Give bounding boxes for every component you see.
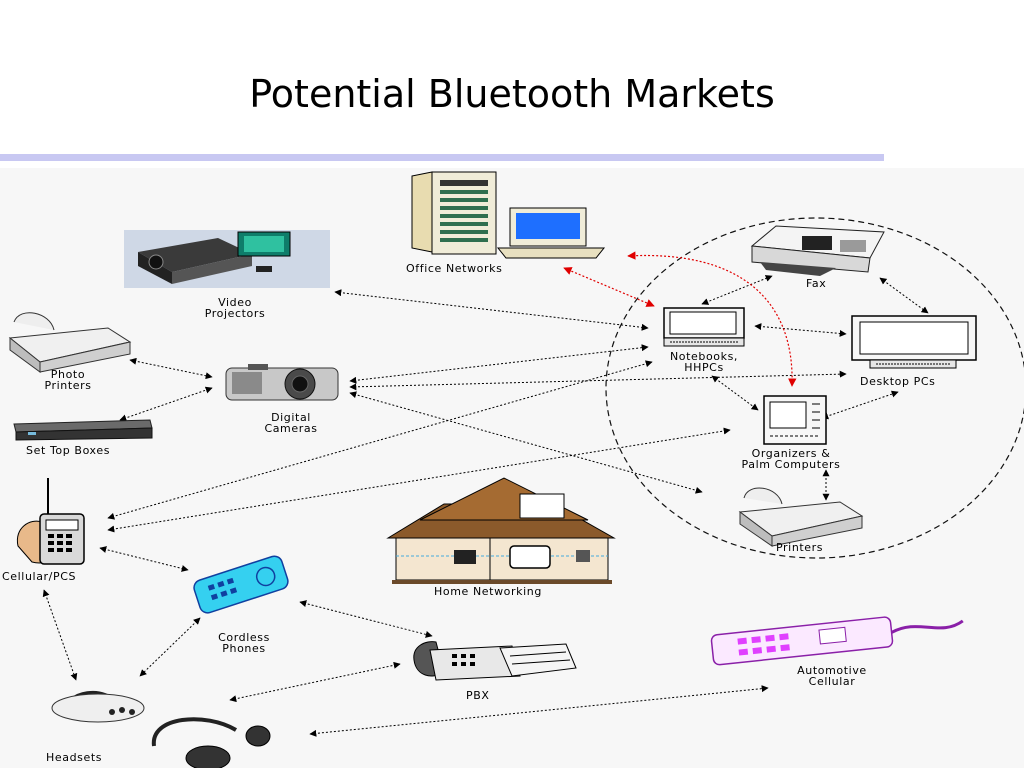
link-cordless-headset	[139, 617, 201, 677]
notebooks-label-line1: Notebooks,	[669, 350, 739, 363]
automotive-cellular-label-line1: Automotive	[797, 664, 867, 677]
photo-printers-label: Photo Printers	[28, 369, 108, 391]
title-rule	[0, 154, 884, 161]
organizers-label-line2: Palm Computers	[741, 458, 841, 471]
video-projectors-label-line1: Video	[218, 296, 252, 309]
photo-printers-label-line2: Printers	[44, 379, 92, 392]
notebook-icon	[663, 307, 745, 347]
cellular-phone-icon	[16, 478, 85, 565]
office-links	[563, 251, 797, 387]
organizers-label: Organizers & Palm Computers	[718, 448, 864, 470]
home-networking-label: Home Networking	[434, 585, 542, 598]
digital-camera-icon	[225, 364, 339, 401]
digital-cameras-label-line2: Cameras	[264, 422, 318, 435]
automotive-cellular-icon	[710, 616, 964, 666]
link-headset-autocell	[309, 685, 769, 737]
cordless-phone-icon	[193, 555, 289, 614]
link-projector-notebook	[334, 289, 649, 331]
link-cellular-cordless	[99, 546, 189, 572]
automotive-cellular-label: Automotive Cellular	[780, 665, 884, 687]
cordless-phones-label: Cordless Phones	[204, 632, 284, 654]
pbx-label: PBX	[466, 689, 490, 702]
photo-printer-icon	[8, 312, 132, 373]
video-projector-icon	[124, 230, 330, 288]
pbx-icon	[413, 641, 577, 681]
notebooks-label-line2: HHPCs	[684, 361, 724, 374]
fax-label: Fax	[806, 277, 827, 290]
link-notebook-fax	[701, 275, 773, 305]
set-top-boxes-label: Set Top Boxes	[26, 444, 111, 457]
connection-links	[42, 275, 929, 737]
link-cordless-pbx	[299, 600, 433, 638]
printer-icon	[738, 487, 864, 547]
link-cellular-notebook	[107, 360, 653, 520]
desktop-pc-icon	[851, 315, 977, 369]
link-settop-camera	[119, 386, 213, 422]
link-camera-desktop	[349, 370, 847, 391]
desktop-pcs-label: Desktop PCs	[860, 375, 936, 388]
digital-cameras-label-line1: Digital	[271, 411, 311, 424]
organizers-label-line1: Organizers &	[751, 447, 831, 460]
link-office-notebook	[563, 267, 655, 307]
cordless-phones-label-line1: Cordless	[218, 631, 270, 644]
office-network-icon	[411, 171, 606, 259]
video-projectors-label: Video Projectors	[190, 297, 280, 319]
link-fax-desktop	[879, 277, 929, 314]
organizer-icon	[763, 395, 827, 445]
automotive-cellular-label-line2: Cellular	[808, 675, 856, 688]
link-notebook-desktop	[754, 323, 847, 337]
slide-title: Potential Bluetooth Markets	[249, 72, 775, 116]
home-network-icon	[386, 477, 616, 584]
headset-icon	[51, 690, 271, 768]
cordless-phones-label-line2: Phones	[222, 642, 266, 655]
link-camera-notebook	[349, 344, 649, 384]
cellular-pcs-label: Cellular/PCS	[2, 570, 77, 583]
set-top-box-icon	[13, 419, 153, 441]
digital-cameras-label: Digital Cameras	[246, 412, 336, 434]
photo-printers-label-line1: Photo	[50, 368, 86, 381]
video-projectors-label-line2: Projectors	[204, 307, 266, 320]
link-cellular-headset	[42, 589, 78, 681]
headsets-label: Headsets	[46, 751, 103, 764]
link-cellular-organizer	[107, 427, 731, 533]
office-networks-label: Office Networks	[406, 262, 503, 275]
link-notebook-organizer	[711, 375, 759, 411]
notebooks-label: Notebooks, HHPCs	[652, 351, 756, 373]
link-headset-pbx	[229, 661, 401, 703]
fax-icon	[750, 225, 885, 276]
link-organizer-desktop	[821, 390, 899, 420]
printers-label: Printers	[776, 541, 824, 554]
link-photoprinter-camera	[129, 357, 213, 380]
